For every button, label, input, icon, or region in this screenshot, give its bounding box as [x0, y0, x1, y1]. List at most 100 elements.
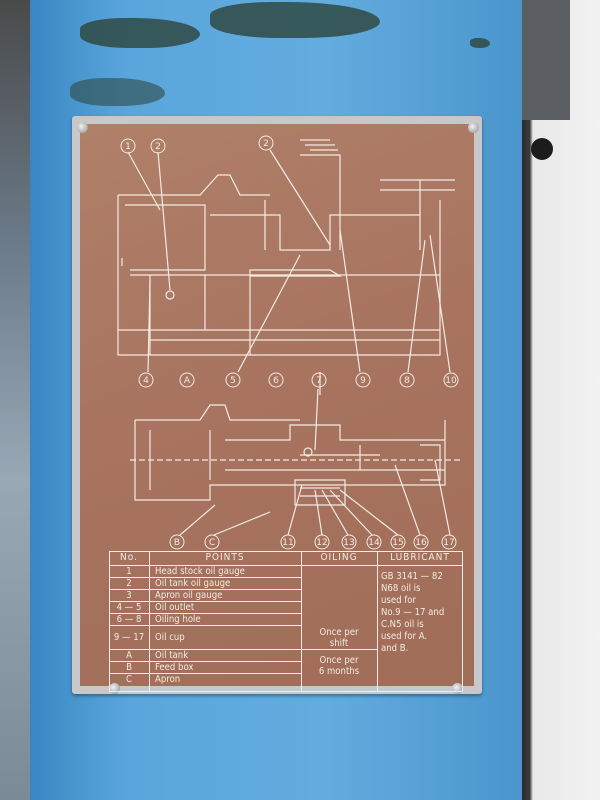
- row-point: Oil tank oil gauge: [155, 578, 231, 589]
- oiling-text: Once per: [319, 655, 359, 666]
- callout-14: 14: [368, 538, 380, 548]
- callout-circle: [258, 135, 274, 151]
- lubricant-line: used for A.: [381, 631, 428, 642]
- header-no: No.: [120, 552, 138, 563]
- callout-circle: [150, 138, 166, 154]
- lubrication-table: No. POINTS OILING LUBRICANT 1 Head stock…: [109, 551, 463, 693]
- plate-face: [80, 124, 474, 686]
- row-no: B: [126, 662, 132, 673]
- row-point: Apron oil gauge: [155, 590, 223, 601]
- callout-4: 4: [143, 376, 149, 386]
- callout-1: 1: [125, 142, 131, 152]
- row-no: C: [126, 674, 132, 685]
- callout-circle: [138, 372, 154, 388]
- callout-12: 12: [316, 538, 327, 548]
- callout-b: B: [174, 538, 180, 548]
- row-no: 2: [126, 578, 132, 589]
- callout-circle: [204, 534, 220, 550]
- callout-13: 13: [343, 538, 354, 548]
- cabinet-frame: [522, 0, 570, 120]
- table-rule: [109, 565, 463, 566]
- cabinet-bolt: [531, 138, 553, 160]
- callout-circle: [443, 372, 459, 388]
- paint-wear: [470, 38, 490, 48]
- callout-9: 9: [360, 376, 366, 386]
- table-rule: [462, 551, 463, 692]
- callout-6: 6: [273, 376, 279, 386]
- callout-8: 8: [404, 376, 410, 386]
- table-rule: [301, 551, 302, 692]
- row-point: Oil cup: [155, 632, 185, 643]
- table-rule: [109, 551, 463, 552]
- header-points: POINTS: [205, 552, 245, 563]
- lubricant-notes: GB 3141 — 82 N68 oil is used for No.9 — …: [381, 571, 461, 655]
- callout-circle: [120, 138, 136, 154]
- table-rule: [109, 661, 301, 662]
- callout-circle: [341, 534, 357, 550]
- callout-11: 11: [282, 538, 293, 548]
- header-oiling: OILING: [320, 552, 358, 563]
- callout-circle: [179, 372, 195, 388]
- callout-circle: [355, 372, 371, 388]
- row-point: Apron: [155, 674, 181, 685]
- table-rule: [109, 673, 301, 674]
- row-no: 6 — 8: [116, 614, 142, 625]
- callout-a: A: [184, 376, 191, 386]
- paint-wear: [210, 2, 380, 38]
- row-no: A: [126, 650, 132, 661]
- table-rule: [109, 625, 301, 626]
- lubricant-line: and B.: [381, 643, 409, 654]
- table-rule: [109, 601, 301, 602]
- table-rule: [149, 551, 150, 692]
- row-point: Oiling hole: [155, 614, 201, 625]
- header-lubricant: LUBRICANT: [390, 552, 450, 563]
- oiling-text: shift: [329, 638, 349, 649]
- callout-17: 17: [443, 538, 454, 548]
- table-rule: [109, 691, 463, 692]
- row-no: 1: [126, 566, 132, 577]
- row-no: 9 — 17: [113, 632, 145, 643]
- paint-wear: [80, 18, 200, 48]
- table-rule: [109, 649, 377, 650]
- row-point: Oil outlet: [155, 602, 195, 613]
- row-no: 3: [126, 590, 132, 601]
- table-rule: [109, 551, 110, 692]
- callout-2: 2: [155, 142, 161, 152]
- screw-icon: [468, 122, 479, 133]
- callout-circle: [225, 372, 241, 388]
- lubricant-line: No.9 — 17 and: [381, 607, 445, 618]
- table-rule: [109, 577, 301, 578]
- callout-circle: [268, 372, 284, 388]
- callout-10: 10: [445, 376, 457, 386]
- lubricant-line: GB 3141 — 82: [381, 571, 443, 582]
- callout-circle: [390, 534, 406, 550]
- table-rule: [109, 613, 301, 614]
- callout-16: 16: [415, 538, 427, 548]
- paint-wear: [70, 78, 165, 106]
- callout-2b: 2: [263, 139, 269, 149]
- row-point: Feed box: [155, 662, 194, 673]
- oiling-text: 6 months: [318, 666, 360, 677]
- callout-circle: [314, 534, 330, 550]
- lubricant-line: N68 oil is: [381, 583, 421, 594]
- oiling-per-shift: Once per shift: [305, 627, 373, 649]
- oiling-per-6-months: Once per 6 months: [305, 655, 373, 677]
- callout-circle: [280, 534, 296, 550]
- screw-icon: [77, 122, 88, 133]
- callout-circle: [169, 534, 185, 550]
- row-point: Head stock oil gauge: [155, 566, 245, 577]
- oiling-text: Once per: [319, 627, 359, 638]
- callout-circle: [413, 534, 429, 550]
- callout-c: C: [209, 538, 215, 548]
- callout-5: 5: [230, 376, 236, 386]
- table-rule: [377, 551, 378, 692]
- table-rule: [109, 589, 301, 590]
- callout-circle: [311, 372, 327, 388]
- callout-7: 7: [316, 376, 322, 386]
- lubricant-line: used for: [381, 595, 417, 606]
- row-no: 4 — 5: [116, 602, 142, 613]
- callout-circle: [441, 534, 457, 550]
- row-point: Oil tank: [155, 650, 189, 661]
- screw-icon: [109, 683, 120, 694]
